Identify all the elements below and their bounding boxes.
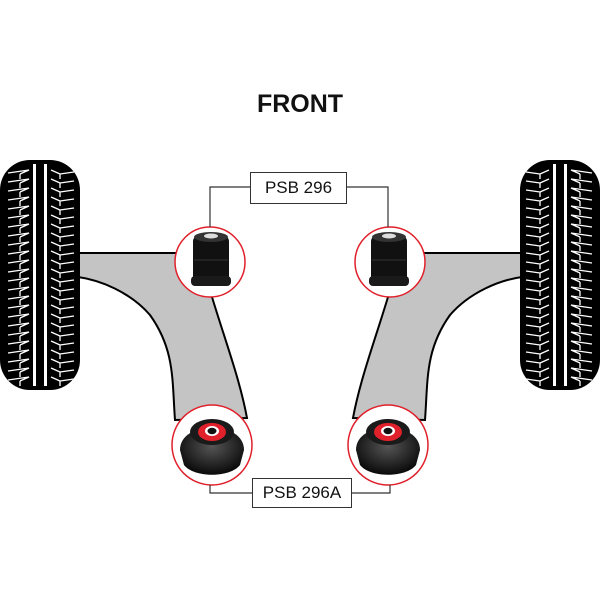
upper-bush-part-label: PSB 296 [250, 172, 347, 204]
right-side [347, 159, 600, 486]
lower-leader-line [209, 485, 391, 494]
upper-leader-line [209, 186, 389, 227]
front-heading: FRONT [256, 90, 344, 118]
left-side [0, 159, 253, 486]
lower-bush-part-label: PSB 296A [252, 478, 352, 508]
